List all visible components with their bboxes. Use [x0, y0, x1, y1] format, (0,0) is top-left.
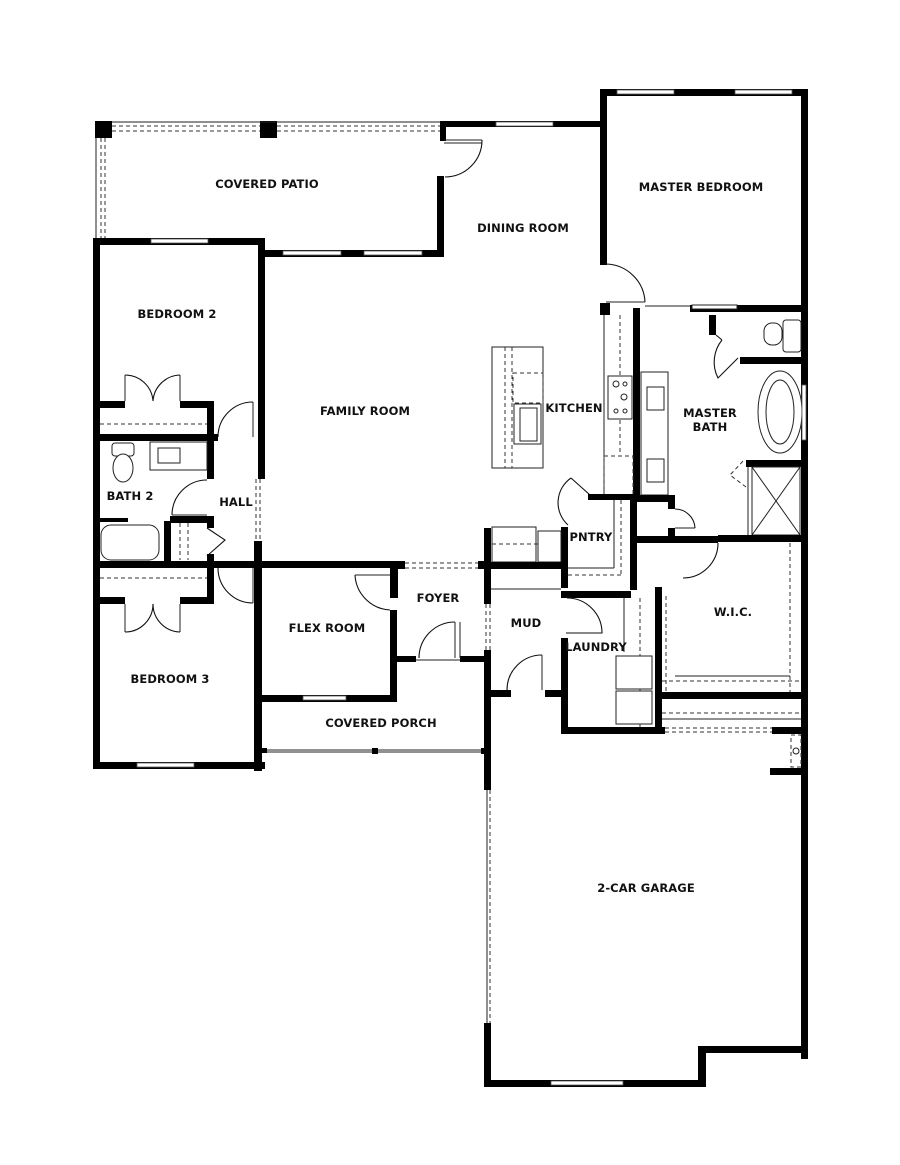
sink-icon: [646, 386, 665, 411]
room-label-dining-room: DINING ROOM: [477, 221, 569, 235]
patio-post: [260, 121, 277, 138]
toilet-icon: [112, 453, 134, 483]
cooktop-icon: [607, 375, 633, 420]
master-bath-walls: [636, 315, 808, 579]
dryer-icon: [615, 690, 653, 725]
wic-walls: [563, 543, 808, 775]
washer-icon: [615, 655, 653, 690]
room-label-covered-porch: COVERED PORCH: [325, 716, 437, 730]
room-label-hall: HALL: [219, 495, 253, 509]
window: [495, 121, 554, 127]
bedroom-3-walls: [93, 568, 265, 769]
room-label-bath-2: BATH 2: [106, 489, 154, 503]
room-label-bedroom-3: BEDROOM 3: [130, 672, 210, 686]
master-bedroom-walls: [600, 89, 808, 1059]
flex-foyer-walls: [262, 561, 490, 754]
room-label-covered-patio: COVERED PATIO: [215, 177, 319, 191]
covered-patio-structure: [95, 121, 440, 238]
room-label-master-bath-line1: MASTER: [683, 406, 737, 420]
room-label-bedroom-2: BEDROOM 2: [137, 307, 217, 321]
room-label-master-bedroom: MASTER BEDROOM: [638, 180, 764, 194]
sink-icon: [157, 447, 181, 464]
sink-icon: [646, 458, 665, 483]
bedroom-2-walls: [93, 238, 443, 768]
patio-post: [95, 121, 112, 138]
room-label-garage: 2-CAR GARAGE: [597, 881, 695, 895]
bathtub: [100, 524, 160, 561]
room-label-pantry: PNTRY: [569, 530, 613, 544]
door-swing: [444, 139, 483, 178]
room-label-wic: W.I.C.: [713, 605, 753, 619]
mud-laundry-walls: [484, 562, 653, 765]
garage-walls: [484, 750, 808, 1087]
bathtub-icon: [757, 370, 803, 454]
room-label-laundry: LAUNDRY: [565, 640, 627, 654]
room-label-master-bath-line2: BATH: [692, 420, 728, 434]
kitchen-walls: [478, 303, 640, 590]
room-label-foyer: FOYER: [416, 591, 460, 605]
room-label-family-room: FAMILY ROOM: [320, 404, 410, 418]
toilet-icon: [763, 322, 783, 346]
dining-room-walls: [424, 121, 603, 257]
room-label-kitchen: KITCHEN: [545, 401, 603, 415]
room-label-mud: MUD: [510, 616, 542, 630]
room-label-flex-room: FLEX ROOM: [288, 621, 366, 635]
bath-2-walls: [93, 434, 398, 771]
room-label-master-bath: MASTER BATH: [683, 406, 737, 434]
